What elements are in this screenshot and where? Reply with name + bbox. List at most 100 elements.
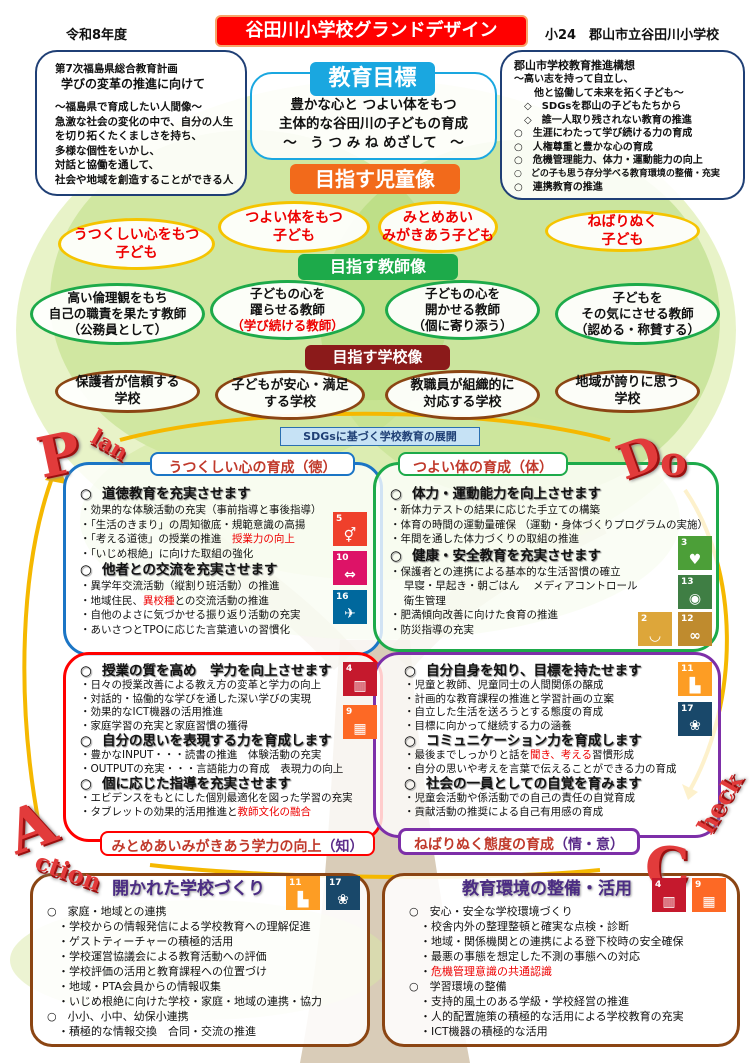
section-heading-text: 個に応じた指導を充実させます (102, 776, 291, 792)
list-item: ・校舎内外の整理整頓と確実な点検・診断 (409, 919, 737, 934)
teacher-image-oval: 子どもをその気にさせる教師（認める・称賛する） (555, 283, 720, 345)
circle-bullet-icon: ○ (390, 486, 402, 502)
teacher-image-text: 子どもを (612, 289, 663, 305)
list-item: ・学校評価の活用と教育課程への位置づけ (47, 964, 367, 979)
teacher-image-text: 躍らせる教師 (250, 301, 325, 317)
section-heading: ○授業の質を高め 学力を向上させます (80, 663, 366, 679)
list-item: ・自分の思いや考えを言葉で伝えることができる力の育成 (404, 763, 704, 777)
section-heading-text: 自分自身を知り、目標を持たせます (426, 663, 642, 679)
item-highlight: 教師文化の融合 (237, 805, 312, 818)
school-image-text: 学校 (114, 391, 141, 407)
list-item: ・自他のよさに気づかせる振り返り活動の充実 (80, 608, 366, 623)
city-icon: ▙ (297, 892, 309, 908)
list-item: ・地域・関係機関との連携による登下校時の安全確保 (409, 934, 737, 949)
list-item: ・タブレットの効果的活用推進と教師文化の融合 (80, 806, 366, 820)
item-text: ○ 家庭・地域との連携 (47, 905, 167, 918)
plan-name: 第7次福島県総合教育計画 (55, 63, 178, 75)
section-heading-text: 道徳教育を充実させます (102, 486, 251, 502)
perseverance-heading-tag: （情・意） (554, 837, 624, 853)
item-highlight: 聞き、考える (530, 749, 592, 761)
heartbeat-icon: ♥ (688, 552, 702, 568)
section-heading-text: 健康・安全教育を充実させます (412, 547, 601, 564)
koriyama-plan-box: 郡山市学校教育推進構想 ～高い志を持って自立し、 他と協働して未来を拓く子ども～… (500, 50, 745, 200)
sdg-goal-17-icon: 17❀ (678, 702, 712, 736)
circle-bullet-icon: ○ (404, 733, 416, 749)
item-text: ・人的配置施策の積極的な活用による学校教育の充実 (409, 1010, 684, 1023)
item-highlight: 危機管理意識の共通認識 (431, 965, 552, 978)
sdg-number: 11 (289, 878, 302, 888)
policy-line: ◇ 誰一人取り残されない教育の推進 (514, 114, 692, 126)
item-text: ・日々の授業改善による教え方の変革と学力の向上 (80, 679, 322, 691)
teacher-image-oval: 子どもの心を開かせる教師（個に寄り添う） (385, 280, 540, 340)
page-title: 谷田川小学校グランドデザイン (215, 15, 528, 47)
list-item: ・人的配置施策の積極的な活用による学校教育の充実 (409, 1009, 737, 1024)
sdg-number: 16 (336, 592, 349, 602)
list-item: ・家庭学習の充実と家庭習慣の獲得 (80, 720, 366, 734)
policy-line: ～高い志を持って自立し、 (514, 74, 634, 85)
circle-bullet-icon: ○ (390, 547, 402, 564)
item-text: ・いじめ根絶に向けた学校・家庭・地域の連携・協力 (47, 995, 322, 1008)
environment-title: 教育環境の整備・活用 (462, 879, 632, 899)
list-item: ・日々の授業改善による教え方の変革と学力の向上 (80, 679, 366, 693)
item-text: ・豊かなINPUT・・・読書の推進 体験活動の充実 (80, 749, 322, 761)
list-item: ・目標に向かって継続する力の涵養 (404, 720, 704, 734)
section-heading-text: 社会の一員としての自覚を育みます (426, 776, 642, 792)
item-text: ・効果的な体験活動の充実（事前指導と事後指導） (80, 504, 322, 516)
item-text-tail: との交流活動の推進 (174, 594, 269, 607)
item-text: ○ 小小、小中、幼保小連携 (47, 1010, 189, 1023)
list-item: ・支持的風土のある学級・学校経営の推進 (409, 994, 737, 1009)
education-goal-label: 教育目標 (310, 62, 435, 96)
bowl-icon: ◡ (649, 628, 661, 644)
circle-bullet-icon: ○ (80, 486, 92, 502)
open-school-title: 開かれた学校づくり (112, 879, 265, 899)
list-item: ・ゲストティーチャーの積極的活用 (47, 934, 367, 949)
item-text: ・新体力テストの結果に応じた手立ての構築 (390, 504, 600, 516)
teacher-image-text: 高い倫理観をもち (67, 289, 168, 305)
teacher-image-text: 開かせる教師 (424, 301, 500, 317)
teacher-image-text: （認める・称賛する） (574, 322, 700, 338)
goal-line: 豊かな心と つよい体をもつ (290, 97, 457, 113)
item-text: ○ 安心・安全な学校環境づくり (409, 905, 573, 918)
section-heading: ○ コミュニケーション力を育成します (404, 733, 704, 749)
teacher-image-text: （公務員として） (67, 322, 168, 338)
koriyama-plan-title: 郡山市学校教育推進構想 (514, 59, 635, 72)
fiscal-year: 令和8年度 (66, 28, 128, 43)
item-text: ・異学年交流活動（縦割り班活動）の推進 (80, 580, 280, 592)
policy-line: ○ 人権尊重と豊かな心の育成 (514, 141, 653, 153)
school-image-oval: 教職員が組織的に対応する学校 (385, 370, 540, 420)
list-item: ・エビデンスをもとにした個別最適化を図った学習の充実 (80, 792, 366, 806)
fukushima-plan-box: 第7次福島県総合教育計画 学びの変革の推進に向けて ～福島県で育成したい人間像～… (35, 50, 247, 196)
perseverance-box: ○自分自身を知り、目標を持たせます・児童と教師、児童同士の人間関係の醸成・計画的… (373, 652, 721, 838)
child-image-oval: うつくしい心をもつ子ども (58, 218, 215, 270)
item-text: ・保護者との連携による基本的な生活習慣の確立 (390, 565, 621, 578)
ideal-person-line: 社会や地域を創造することができる人 (55, 173, 234, 186)
item-text: ・家庭学習の充実と家庭習慣の獲得 (80, 719, 248, 732)
book-icon: ▥ (353, 678, 367, 694)
school-image-text: 子どもが安心・満足 (231, 378, 349, 394)
section-heading-text: コミュニケーション力を育成します (426, 733, 642, 749)
item-text: ・校舎内外の整理整頓と確実な点検・診断 (409, 920, 629, 933)
goal-line: 主体的な谷田川の子どもの育成 (279, 116, 468, 132)
section-heading: ○個に応じた指導を充実させます (80, 776, 366, 792)
sdg-number: 3 (681, 538, 688, 548)
item-text: ・OUTPUTの充実・・・言語能力の育成 表現力の向上 (80, 762, 344, 775)
list-item: ・防災指導の充実 (390, 623, 702, 638)
item-text: ・自分の思いや考えを言葉で伝えることができる力の育成 (404, 762, 677, 775)
list-item: ・新体力テストの結果に応じた手立ての構築 (390, 503, 702, 518)
item-text: ・学校からの情報発信による学校教育への理解促進 (47, 920, 311, 933)
item-text: ・自立した生活を送ろうとする態度の育成 (404, 706, 604, 718)
item-text: ・積極的な情報交換 合同・交流の推進 (47, 1025, 256, 1038)
list-item: ・ICT機器の積極的な活用 (409, 1024, 737, 1039)
inequality-icon: ⇔ (344, 567, 356, 583)
sdg-goal-12-icon: 12∞ (678, 612, 712, 646)
child-image-text: ねばりぬく (587, 213, 658, 230)
ideal-person-line: 対話と協働を通して、 (55, 159, 160, 171)
sdg-number: 9 (695, 880, 702, 890)
section-heading-text: 授業の質を高め 学力を向上させます (102, 663, 332, 679)
education-goal-box: 豊かな心と つよい体をもつ 主体的な谷田川の子どもの育成 ～ う つ み ね め… (250, 72, 497, 160)
item-text: ・年間を通した体力づくりの取組の推進 (390, 533, 579, 545)
sdg-goal-4-icon: 4▥ (652, 878, 686, 912)
item-text: ○ 学習環境の整備 (409, 980, 507, 993)
item-text: ・地域住民、 (80, 594, 143, 607)
list-item: ・「考える道徳」の授業の推進 授業力の向上 (80, 532, 366, 547)
